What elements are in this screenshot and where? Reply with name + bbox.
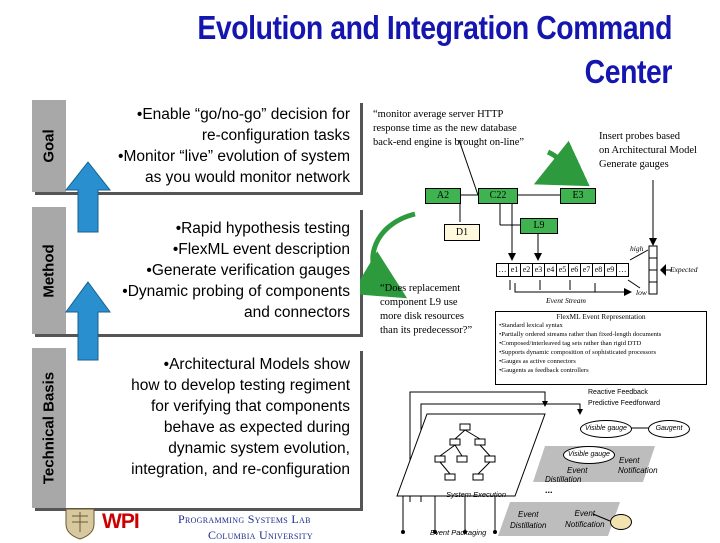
gauge-low-label: low (636, 288, 647, 297)
method-bullet-2: •FlexML event description (172, 241, 350, 258)
flexml-item: •Partially ordered streams rather than f… (499, 331, 662, 338)
visible-gauge-1: Visible gauge (580, 420, 632, 438)
event-distillation-1-line-2: Distillation (545, 475, 582, 484)
wpi-logo: WPI (102, 510, 140, 533)
event-notification-1: Event Notification (618, 456, 658, 476)
curved-arrow-icon (360, 211, 416, 299)
technical-bullet-1-cont-b: for verifying that components (150, 398, 350, 415)
goal-row: Goal •Enable “go/no-go” decision for re-… (32, 100, 360, 192)
technical-bullet-1-cont-d: dynamic system evolution, (168, 440, 350, 457)
predictive-feedforward-label: Predictive Feedforward (588, 400, 660, 407)
quote-bottom-line-1: “Does replacement (380, 283, 461, 294)
node-a2: A2 (425, 188, 461, 204)
architecture-diagram (396, 391, 655, 536)
event-stream-label: Event Stream (546, 296, 586, 305)
technical-bullet-1-cont-c: behave as expected during (163, 419, 350, 436)
method-bullet-3: •Generate verification gauges (146, 262, 350, 279)
footer-lab-name: Programming Systems Lab (178, 512, 311, 526)
method-label-bar: Method (32, 207, 66, 334)
flexml-representation-box: FlexML Event Representation •Standard le… (495, 311, 707, 385)
goal-bullet-2: •Monitor “live” evolution of system (118, 148, 350, 165)
quote-top-line-3: back-end engine is brought on-line” (373, 137, 525, 148)
crest-logo-icon (65, 508, 95, 540)
probes-note-line-2: on Architectural Model (599, 145, 697, 156)
event-distillation-1-line-1: Event (567, 466, 588, 475)
flexml-title: FlexML Event Representation (556, 312, 646, 321)
flexml-item: •Gaugents as feedback controllers (499, 367, 589, 374)
technical-bullet-1-cont-a: how to develop testing regiment (131, 377, 350, 394)
event-distillation-2-line-1: Event (518, 510, 539, 519)
page-title: Evolution and Integration Command Center (197, 9, 672, 90)
goal-bullets: •Enable “go/no-go” decision for re-confi… (76, 104, 350, 188)
flexml-item: •Standard lexical syntax (499, 322, 563, 329)
event-distillation-2-line-2: Distillation (510, 521, 547, 530)
quote-top-line-1: “monitor average server HTTP (373, 109, 504, 120)
gauge-high-label: high (630, 244, 644, 253)
method-body: •Rapid hypothesis testing •FlexML event … (66, 207, 360, 334)
output-node-icon (610, 514, 632, 530)
event-distillation-2: Event Distillation (510, 509, 546, 531)
goal-label: Goal (40, 129, 58, 163)
flexml-item: •Composed/interleaved tag sets rather th… (499, 340, 642, 347)
event-notification-1-line-2: Notification (618, 466, 658, 475)
technical-bullets: •Architectural Models show how to develo… (76, 354, 350, 480)
arrow-up-icon (64, 161, 112, 233)
event-packaging-label: Event Packaging (430, 528, 487, 537)
technical-label-bar: Technical Basis (32, 348, 66, 508)
probes-note-line-1: Insert probes based (599, 131, 681, 142)
probes-note-line-3: Generate gauges (599, 159, 669, 170)
event-notification-1-line-1: Event (619, 456, 640, 465)
goal-bullet-2-cont: as you would monitor network (144, 169, 350, 186)
node-l9: L9 (520, 218, 558, 234)
quote-top: “monitor average server HTTP response ti… (373, 108, 524, 150)
method-label: Method (40, 243, 58, 298)
goal-bullet-1-cont: re-configuration tasks (201, 127, 350, 144)
upward-arrows (64, 161, 112, 361)
quote-bottom-line-2: component L9 use (380, 297, 458, 308)
method-bullet-4-cont: and connectors (244, 304, 350, 321)
method-bullet-1: •Rapid hypothesis testing (175, 220, 350, 237)
quote-top-line-2: response time as the new database (373, 123, 517, 134)
event-notification-2-line-1: Event (574, 509, 596, 518)
stream-cell: … (616, 263, 629, 277)
goal-label-bar: Goal (32, 100, 66, 192)
reactive-feedback-label: Reactive Feedback (588, 389, 648, 396)
arrow-up-icon (65, 281, 111, 361)
curved-arrow-icon (533, 140, 590, 187)
quote-bottom: “Does replacement component L9 use more … (380, 282, 472, 338)
technical-label: Technical Basis (40, 371, 58, 485)
goal-body: •Enable “go/no-go” decision for re-confi… (66, 100, 360, 192)
technical-body: •Architectural Models show how to develo… (66, 348, 360, 508)
goal-bullet-1: •Enable “go/no-go” decision for (136, 106, 350, 123)
event-notification-2-line-2: Notification (565, 520, 605, 529)
event-distillation-1: Event Distillation (545, 466, 587, 484)
node-c22: C22 (478, 188, 518, 204)
technical-bullet-1: •Architectural Models show (163, 356, 350, 373)
quote-bottom-line-4: than its predecessor?” (380, 325, 473, 336)
ellipsis: ... (545, 485, 553, 495)
probes-note: Insert probes based on Architectural Mod… (599, 130, 697, 172)
method-bullets: •Rapid hypothesis testing •FlexML event … (76, 218, 350, 323)
node-d1: D1 (444, 224, 480, 241)
component-graph-lines (360, 140, 672, 299)
event-notification-2: Event Notification (565, 508, 605, 530)
gaugent: Gaugent (648, 420, 690, 438)
system-execution-label: System Execution (446, 490, 507, 499)
node-e3: E3 (560, 188, 596, 204)
flexml-item: •Gauges as active connectors (499, 358, 576, 365)
flexml-item: •Supports dynamic composition of sophist… (499, 349, 657, 356)
visible-gauge-2: Visible gauge (563, 446, 615, 464)
footer-university: Columbia University (208, 528, 313, 542)
gauge-expected-label: Expected (670, 265, 698, 274)
technical-bullet-1-cont-e: integration, and re-configuration (131, 461, 350, 478)
quote-bottom-line-3: more disk resources (380, 311, 464, 322)
method-bullet-4: •Dynamic probing of components (122, 283, 350, 300)
technical-row: Technical Basis •Architectural Models sh… (32, 348, 360, 508)
